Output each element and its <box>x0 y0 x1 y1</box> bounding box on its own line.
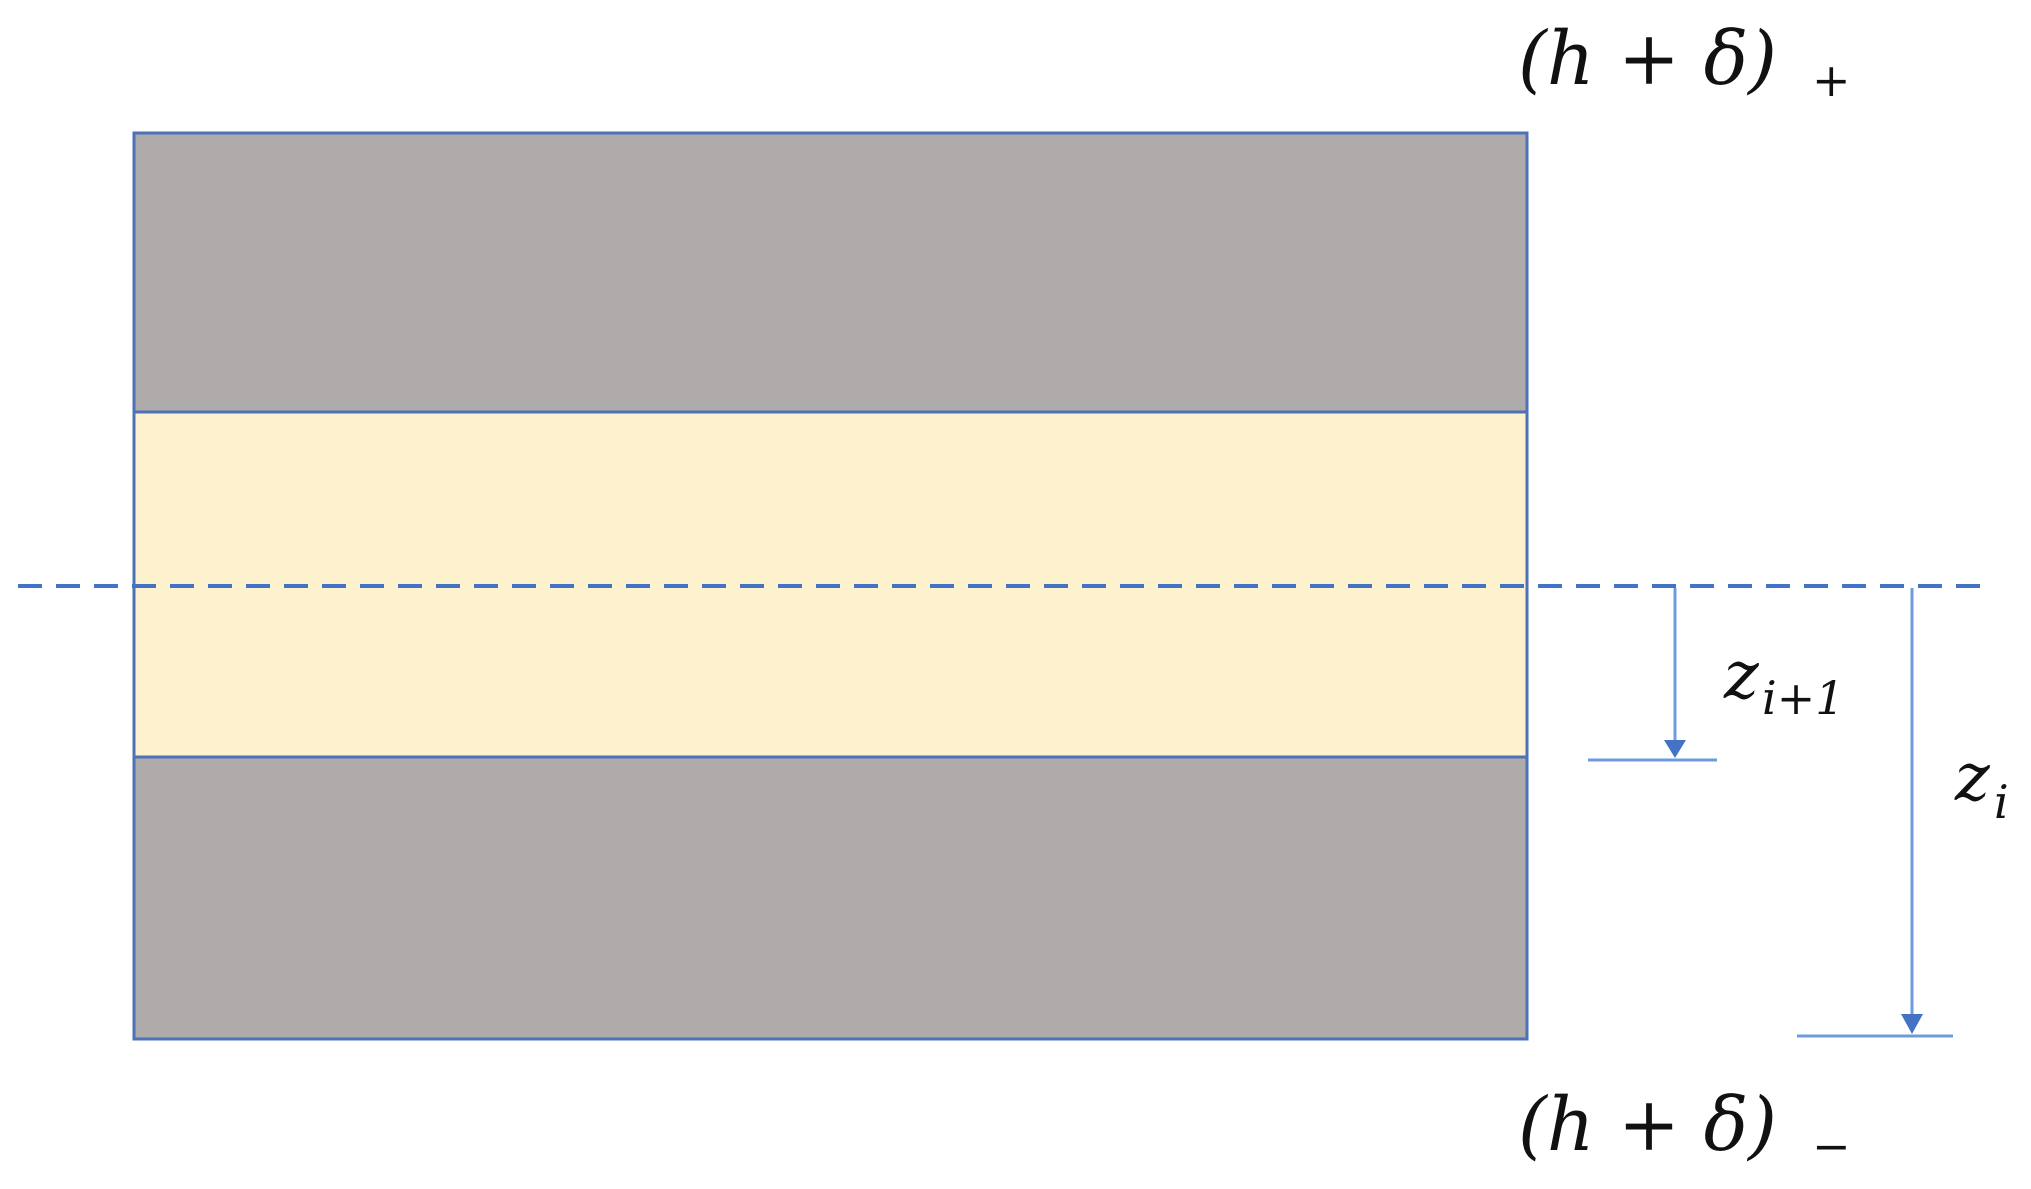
top-face-layer <box>132 131 1529 414</box>
z-inner-label: z <box>1723 637 1760 714</box>
bottom-surface-label-subscript: − <box>1812 1119 1851 1173</box>
z-outer-arrowhead <box>1901 1014 1923 1034</box>
z-inner-arrowhead <box>1664 740 1686 758</box>
bottom-surface-label: (h + δ) <box>1518 1082 1777 1168</box>
bottom-face-layer <box>132 755 1529 1041</box>
z-inner-label-subscript: i+1 <box>1762 671 1845 725</box>
z-outer-label-subscript: i <box>1994 775 2009 829</box>
z-outer-label: z <box>1954 739 1991 816</box>
top-surface-label-subscript: + <box>1812 53 1851 107</box>
top-surface-label: (h + δ) <box>1518 16 1777 102</box>
